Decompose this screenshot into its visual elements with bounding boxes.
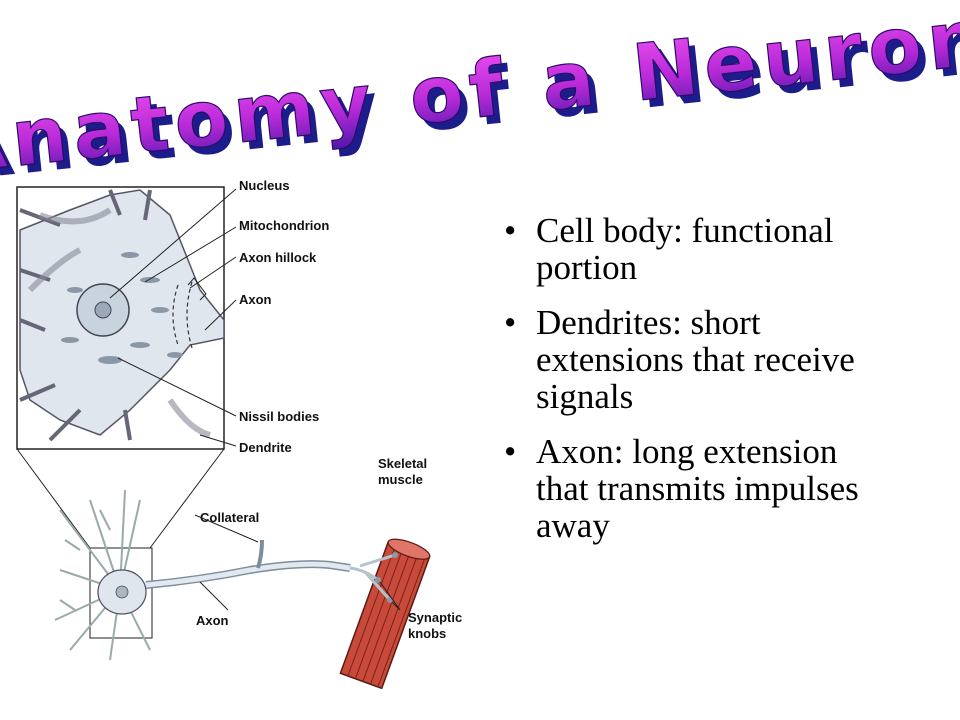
bullet-cell-body: • Cell body: functional portion	[500, 212, 940, 286]
bullet-icon: •	[504, 303, 517, 342]
bullet-line: extensions that receive	[536, 340, 855, 379]
small-neuron	[54, 489, 351, 661]
neuron-diagram: Nucleus Mitochondrion Axon hillock Axon …	[16, 178, 462, 690]
pointer-lines	[109, 188, 237, 447]
bullet-icon: •	[504, 432, 517, 471]
bullet-list: • Cell body: functional portion • Dendri…	[500, 212, 940, 562]
bullet-line: away	[536, 506, 610, 545]
label-axon-hillock: Axon hillock	[239, 250, 317, 265]
slide-title: Anatomy of a Neuron Anatomy of a Neuron	[0, 0, 960, 180]
label-synaptic: Synaptic	[408, 610, 462, 625]
label-dendrite: Dendrite	[239, 440, 292, 455]
label-axon-bottom: Axon	[196, 613, 229, 628]
enlarged-cell-body	[19, 189, 225, 442]
label-collateral: Collateral	[200, 510, 259, 525]
title-text: Anatomy of a Neuron	[0, 0, 960, 180]
skeletal-muscle	[339, 538, 431, 690]
label-muscle: muscle	[378, 472, 423, 487]
label-nucleus: Nucleus	[239, 178, 290, 193]
bullet-line: that transmits impulses	[536, 469, 859, 508]
bullet-icon: •	[504, 211, 517, 250]
label-axon-top: Axon	[239, 292, 272, 307]
bullet-dendrites: • Dendrites: short extensions that recei…	[500, 304, 940, 415]
label-nissil-bodies: Nissil bodies	[239, 409, 319, 424]
bullet-line: Axon: long extension	[536, 432, 838, 471]
bullet-line: portion	[536, 248, 638, 287]
bullet-line: signals	[536, 377, 634, 416]
bullet-line: Cell body: functional	[536, 211, 834, 250]
bullet-line: Dendrites: short	[536, 303, 761, 342]
label-knobs: knobs	[408, 626, 446, 641]
label-skeletal: Skeletal	[378, 456, 427, 471]
bullet-axon: • Axon: long extension that transmits im…	[500, 433, 940, 544]
label-mitochondrion: Mitochondrion	[239, 218, 329, 233]
